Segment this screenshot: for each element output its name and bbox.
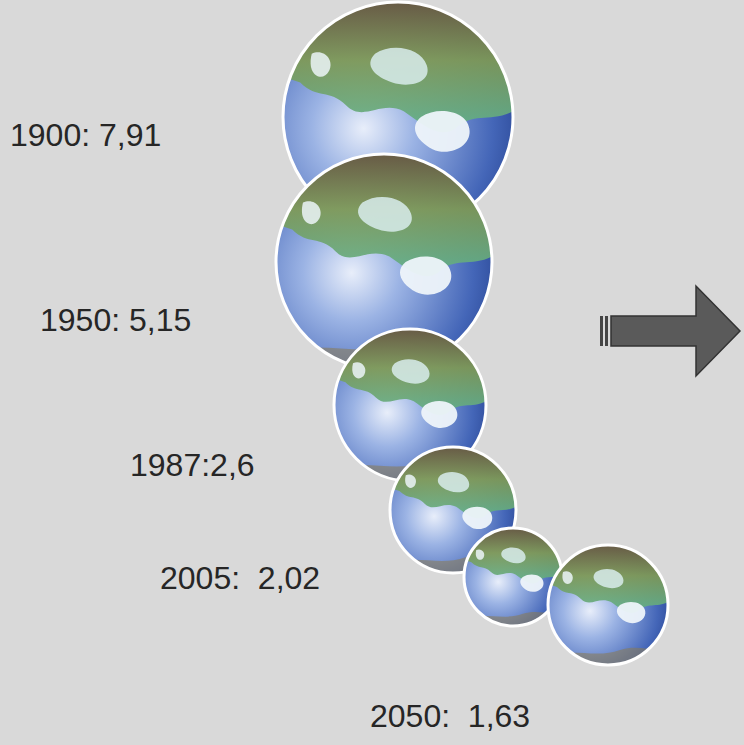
year-value-label: 1987:2,6 (130, 447, 255, 484)
year-value-label: 2050: 1,63 (370, 698, 530, 735)
year-value-label: 1950: 5,15 (40, 302, 191, 339)
year-value-label: 2005: 2,02 (160, 560, 320, 597)
block-arrow (600, 286, 740, 376)
year-value-label: 1900: 7,91 (10, 117, 161, 154)
